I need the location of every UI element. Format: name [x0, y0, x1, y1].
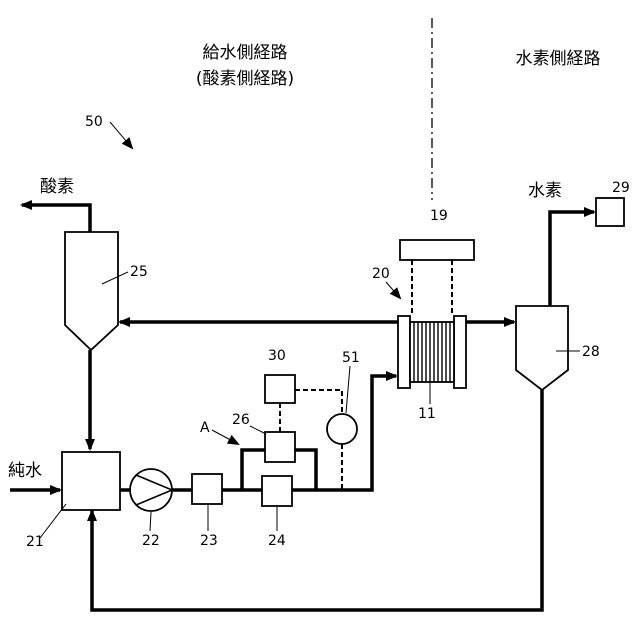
- ref-20-leader: [386, 282, 400, 298]
- sensor-51: [327, 414, 357, 444]
- ref-20-label: 20: [372, 266, 390, 282]
- ref-51-label: 51: [342, 350, 360, 366]
- ref-51-leader: [346, 366, 350, 413]
- section-a-label: A: [200, 420, 210, 436]
- unit-19: [400, 240, 474, 260]
- hydrogen-label: 水素: [528, 181, 562, 201]
- hydrogen-separator-28: [516, 306, 568, 390]
- ref-22-label: 22: [142, 533, 160, 549]
- ref-50-label: 50: [85, 114, 103, 130]
- oxygen-separator-25: [65, 232, 118, 350]
- ref-19-label: 19: [430, 208, 448, 224]
- header-supply-water-path: 給水側経路: [203, 43, 288, 63]
- ref-22-leader: [150, 512, 151, 531]
- unit-30: [265, 375, 295, 403]
- pump-22: [130, 469, 172, 511]
- ref-25-label: 25: [130, 264, 148, 280]
- hydrogen-outlet-pipe: [550, 212, 594, 306]
- water-tank-21: [62, 452, 120, 510]
- unit-24: [262, 476, 292, 506]
- ref-50-leader: [110, 122, 132, 148]
- ref-23-label: 23: [200, 533, 218, 549]
- stack-end-plate-left: [398, 316, 410, 388]
- ref-21-leader: [40, 504, 66, 538]
- ref-11-label: 11: [418, 406, 436, 422]
- ref-24-label: 24: [268, 533, 286, 549]
- ref-28-label: 28: [582, 344, 600, 360]
- ref-a-leader: [212, 430, 238, 444]
- stack-end-plate-right: [454, 316, 466, 388]
- ref-26-label: 26: [232, 412, 250, 428]
- stack-body: [410, 322, 454, 382]
- pure-water-label: 純水: [8, 461, 42, 481]
- unit-23: [192, 474, 222, 504]
- unit-26: [265, 432, 295, 462]
- oxygen-outlet-pipe: [22, 205, 90, 232]
- header-hydrogen-path: 水素側経路: [516, 49, 601, 69]
- signal-30-to-51: [295, 390, 342, 414]
- header-oxygen-path: (酸素側経路): [196, 69, 294, 89]
- ref-26-leader: [250, 426, 266, 434]
- electrolysis-stack-20: [398, 316, 466, 388]
- hydrogen-outlet-29: [596, 198, 624, 226]
- ref-30-label: 30: [268, 348, 286, 364]
- ref-29-label: 29: [612, 180, 630, 196]
- oxygen-label: 酸素: [40, 177, 74, 197]
